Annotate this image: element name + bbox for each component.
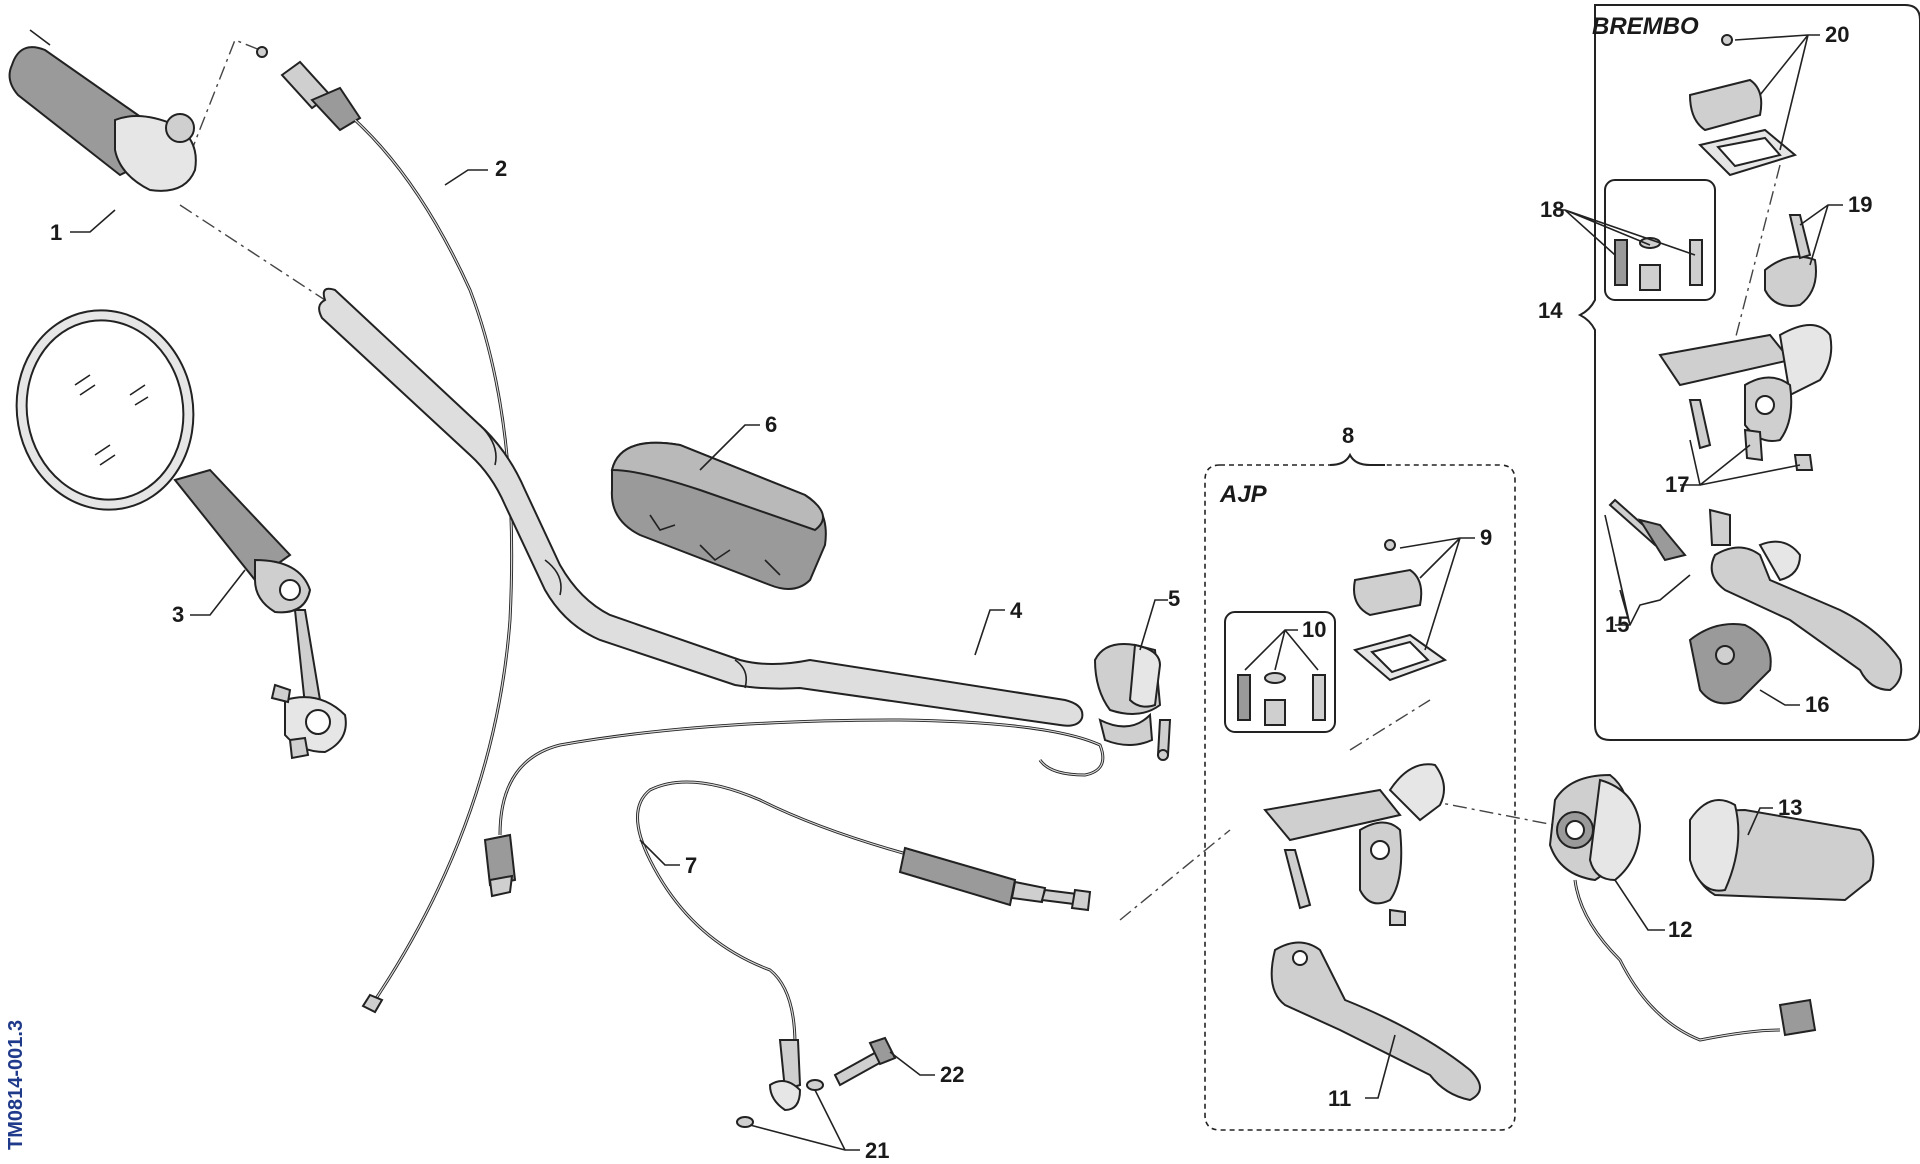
callout-6: 6 (765, 412, 777, 437)
rear-mirror (15, 309, 347, 760)
banjo-fittings (736, 1036, 897, 1128)
callout-numbers: 1 2 3 4 5 6 7 8 9 10 11 12 13 14 15 16 1… (50, 22, 1872, 1163)
callout-2: 2 (495, 156, 507, 181)
callout-17: 17 (1665, 472, 1689, 497)
callout-9: 9 (1480, 525, 1492, 550)
assembly-lines (179, 39, 1781, 921)
callout-10: 10 (1302, 617, 1326, 642)
throttle-cable (256, 46, 514, 1014)
callout-5: 5 (1168, 586, 1180, 611)
callout-20: 20 (1825, 22, 1849, 47)
electric-cable (483, 718, 1105, 898)
callout-12: 12 (1668, 917, 1692, 942)
callout-19: 19 (1848, 192, 1872, 217)
clutch-cable (636, 780, 1092, 1112)
callout-14: 14 (1538, 298, 1563, 323)
callout-8: 8 (1342, 423, 1354, 448)
left-grip (1689, 799, 1875, 902)
callout-1: 1 (50, 220, 62, 245)
callout-13: 13 (1778, 795, 1802, 820)
leader-lines (70, 34, 1843, 1151)
callout-21: 21 (865, 1138, 889, 1163)
callout-4: 4 (1010, 598, 1023, 623)
drawing-code: TM0814-001.3 (5, 1020, 27, 1150)
callout-22: 22 (940, 1062, 964, 1087)
switch-housing (1548, 773, 1817, 1042)
throttle-grip (8, 29, 197, 192)
callout-7: 7 (685, 853, 697, 878)
callout-16: 16 (1805, 692, 1829, 717)
handlebar-pad (610, 441, 827, 590)
brembo-group (1577, 4, 1920, 741)
group-label-ajp: AJP (1219, 481, 1268, 508)
callout-15: 15 (1605, 612, 1629, 637)
handlebar (318, 287, 1084, 727)
callout-11: 11 (1328, 1086, 1351, 1111)
ajp-group (1204, 452, 1516, 1131)
callout-18: 18 (1540, 197, 1564, 222)
callout-3: 3 (172, 602, 184, 627)
handlebar-clamp (1093, 643, 1172, 761)
group-label-brembo: BREMBO (1592, 13, 1699, 40)
